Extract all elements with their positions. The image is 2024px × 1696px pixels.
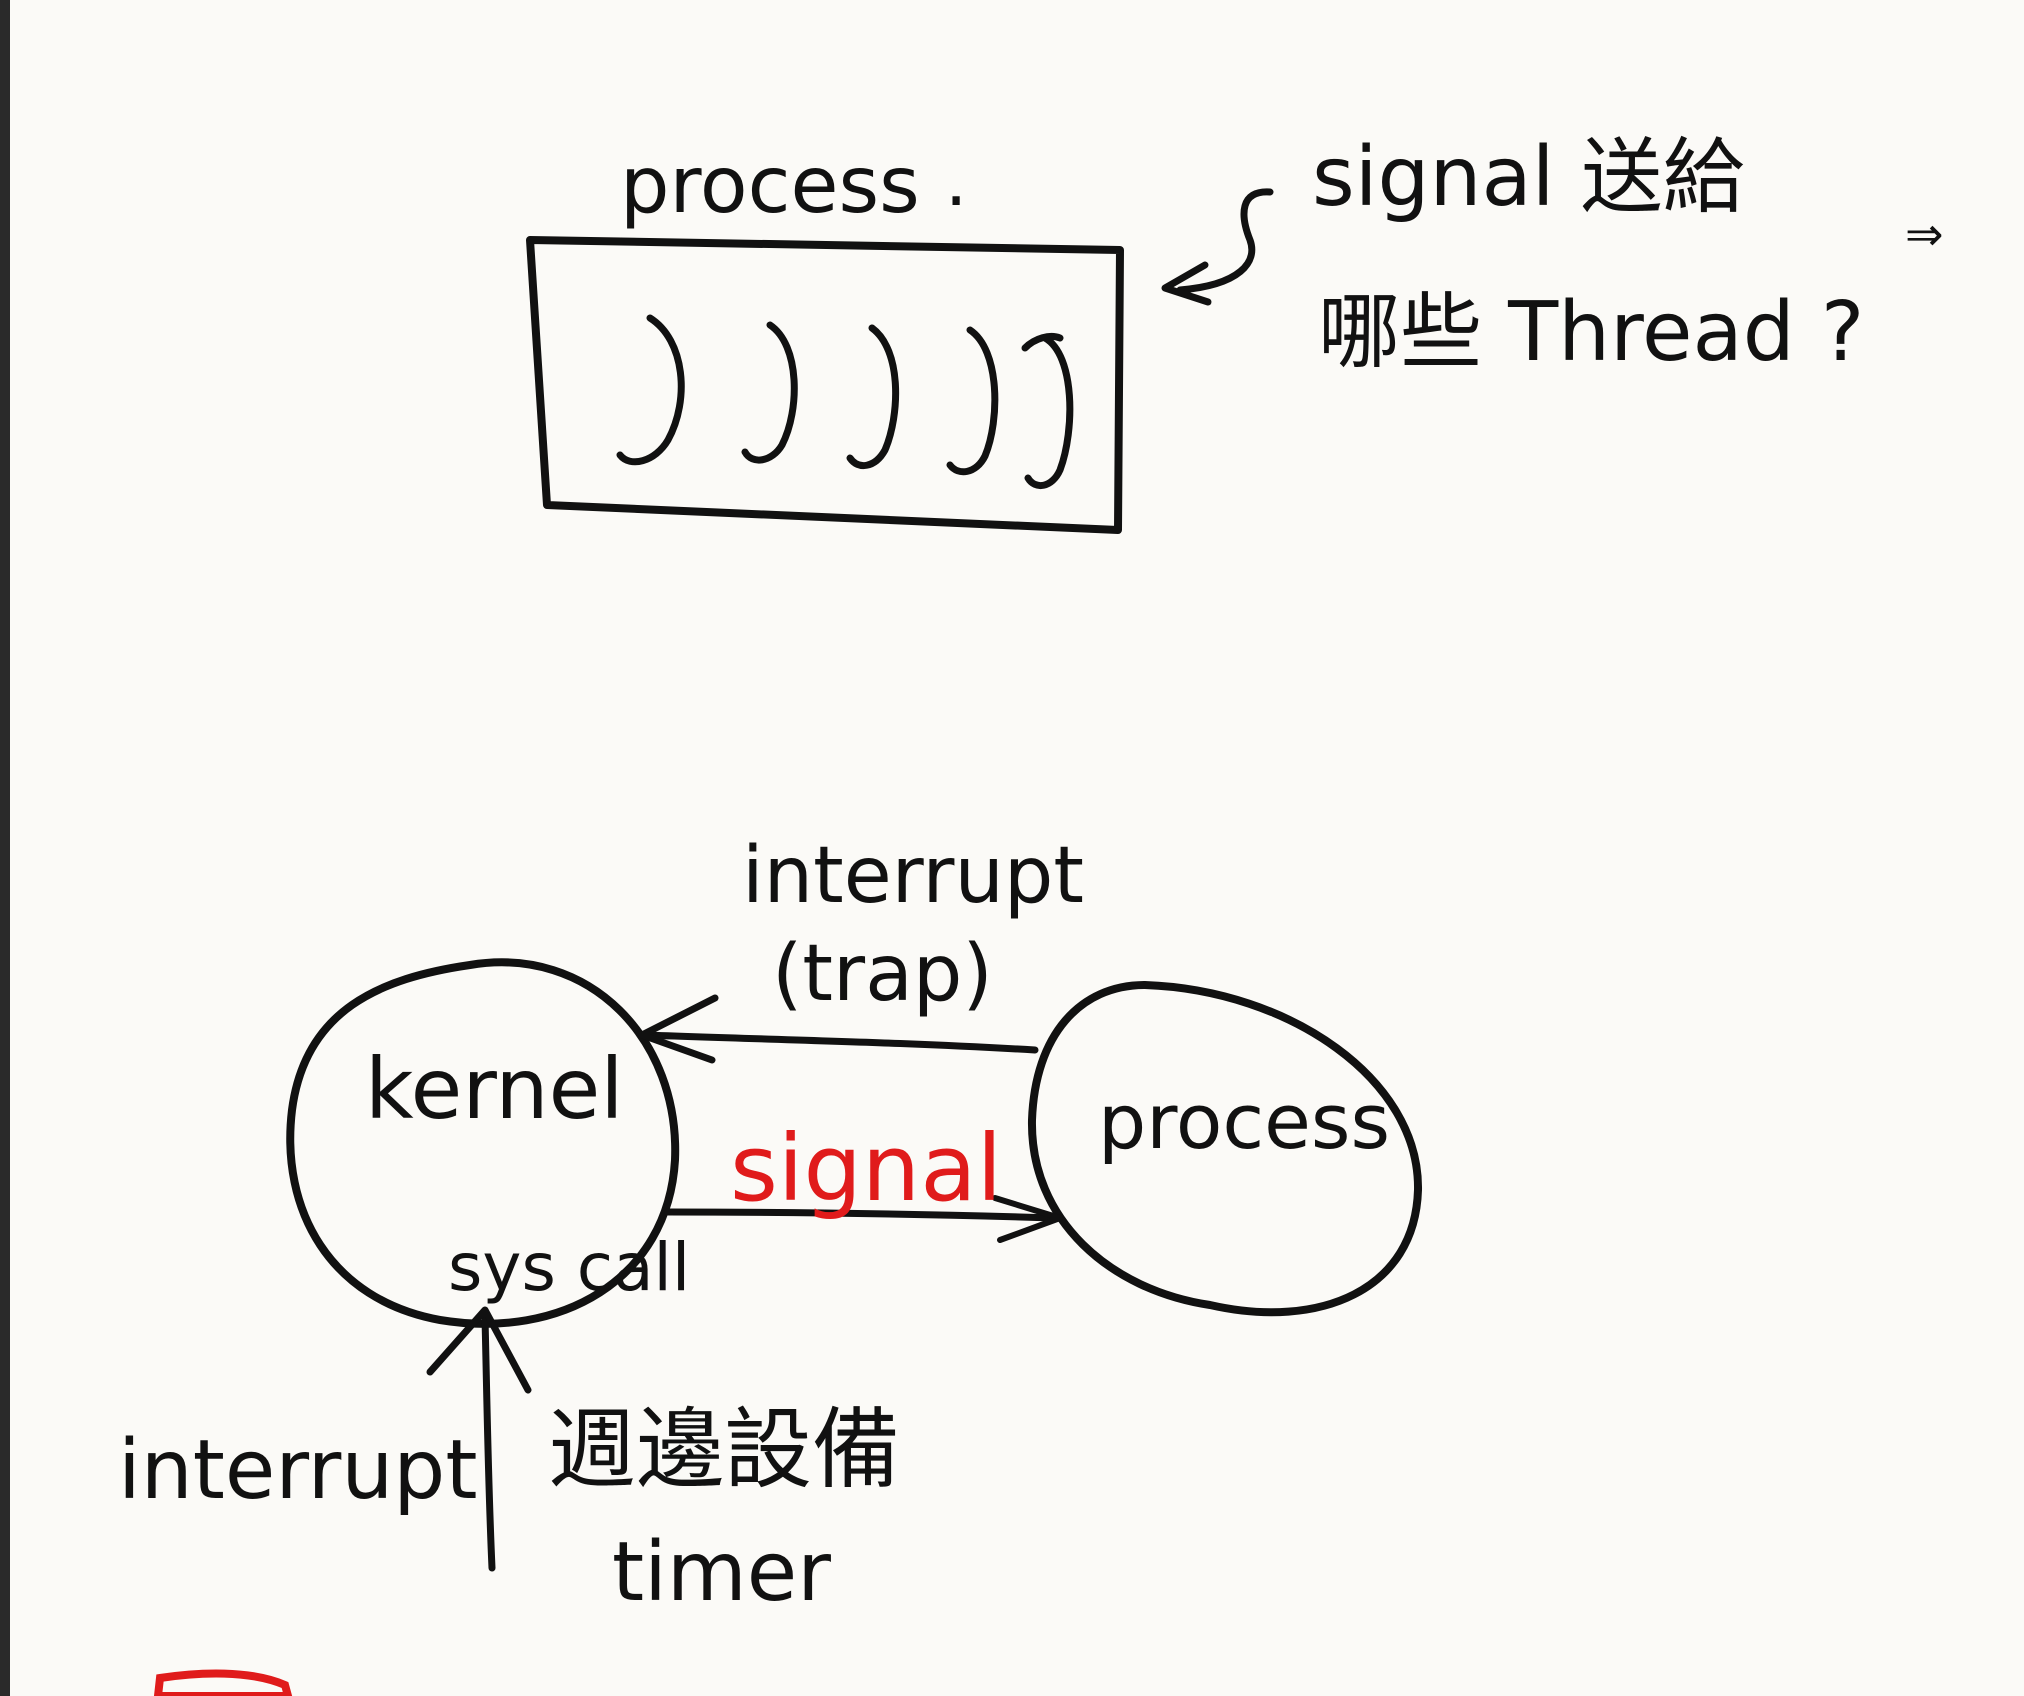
question-line-1: signal 送給 xyxy=(1312,130,1745,225)
thread-icon-5 xyxy=(1021,332,1074,489)
kernel-label: kernel xyxy=(365,1040,624,1138)
page-edge xyxy=(0,0,10,1696)
red-margin-mark xyxy=(153,1669,293,1696)
double-arrow-icon: ⇒ xyxy=(1905,207,1944,261)
process-box xyxy=(526,236,1124,534)
process-title: process xyxy=(620,141,920,231)
pointer-arrow xyxy=(1161,188,1274,306)
device-interrupt-arrow xyxy=(426,1306,532,1572)
process-node xyxy=(1027,981,1423,1317)
thread-icon-2 xyxy=(741,321,798,464)
device-label: 週邊設備 xyxy=(548,1398,900,1501)
question-line-2: 哪些 Thread ? xyxy=(1318,285,1864,380)
thread-icon-1 xyxy=(616,314,685,466)
period-mark: . xyxy=(945,140,967,222)
thread-icon-3 xyxy=(846,324,900,469)
thread-squiggles xyxy=(616,314,1074,489)
interrupt-trap-line-1: interrupt xyxy=(742,831,1084,921)
signal-label: signal xyxy=(730,1115,1002,1222)
interrupt-arrow xyxy=(638,994,1039,1064)
thread-icon-4 xyxy=(946,326,999,476)
signal-arrow xyxy=(664,1195,1063,1243)
kernel-node xyxy=(286,958,680,1328)
timer-label: timer xyxy=(612,1525,831,1620)
interrupt-trap-line-2: (trap) xyxy=(772,929,993,1019)
process-node-label: process xyxy=(1098,1077,1390,1166)
syscall-label: sys call xyxy=(448,1229,690,1306)
interrupt-label: interrupt xyxy=(118,1423,478,1518)
